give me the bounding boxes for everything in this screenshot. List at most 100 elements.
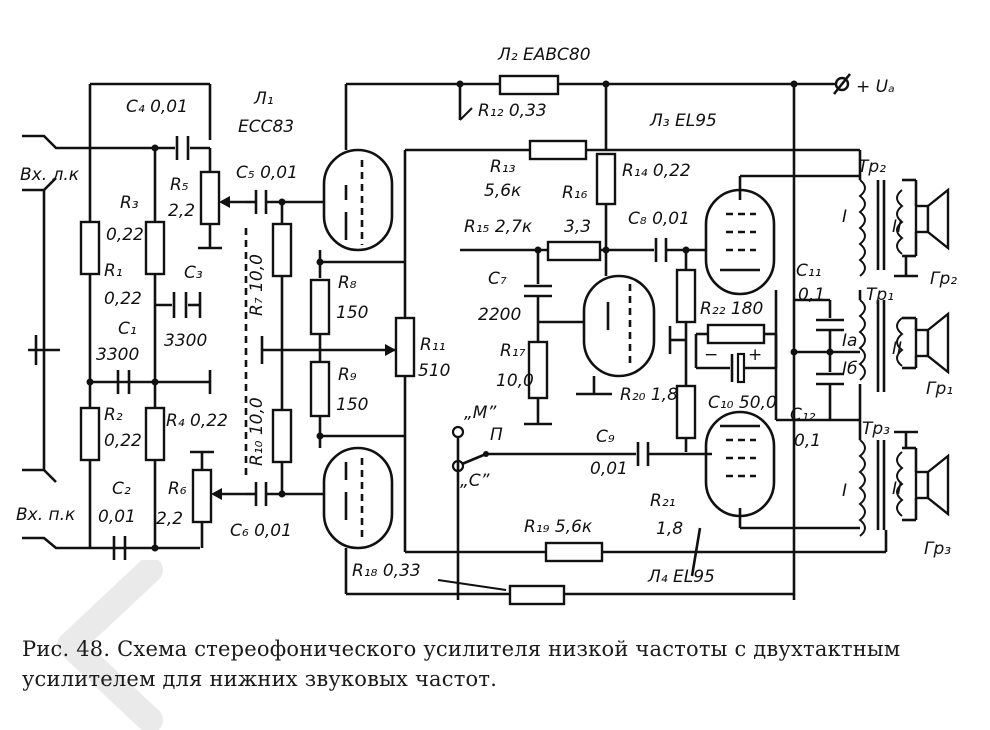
capacitor-c1 [116, 370, 212, 394]
label-winding-tr1-secondary: II [892, 339, 902, 359]
resistor-r3 [144, 220, 166, 276]
label-r15: R₁₅ 2,7к [464, 217, 533, 237]
label-c6: C₆ 0,01 [230, 521, 292, 541]
label-c9-value: 0,01 [590, 459, 628, 479]
label-c12: C₁₂ [790, 405, 816, 425]
svg-text:−: − [704, 345, 718, 365]
resistor-r9 [309, 360, 331, 418]
label-gr2: Гр₂ [930, 269, 957, 289]
label-c2: C₂ [112, 479, 131, 499]
label-winding-tr3-secondary: II [892, 479, 902, 499]
label-r8: R₈ [338, 273, 357, 293]
resistor-r11 [394, 316, 416, 378]
label-c3: C₃ [184, 263, 203, 283]
label-c10: C₁₀ 50,0 [708, 393, 777, 413]
label-c11-value: 0,1 [798, 285, 825, 305]
figure-caption-text: Схема стереофонического усилителя низкой… [22, 637, 901, 691]
label-r2: R₂ [104, 405, 123, 425]
label-c7-value: 2200 [478, 305, 521, 325]
label-r18: R₁₈ 0,33 [352, 561, 421, 581]
label-r19: R₁₉ 5,6к [524, 517, 593, 537]
label-r5: R₅ [170, 175, 189, 195]
figure-number: Рис. 48. [22, 637, 111, 661]
label-l1-type: ECC83 [238, 117, 294, 137]
capacitor-c4 [175, 136, 190, 160]
resistor-r18 [508, 584, 566, 606]
resistor-r16 [546, 240, 602, 262]
label-ib: Iб [842, 359, 858, 379]
label-l2: Л₂ EABC80 [497, 45, 591, 65]
label-r6-value: 2,2 [156, 509, 183, 529]
capacitor-c3 [172, 292, 202, 318]
label-r6: R₆ [168, 479, 187, 499]
label-c4: C₄ 0,01 [126, 97, 188, 117]
label-r12: R₁₂ 0,33 [478, 101, 547, 121]
label-winding-tr3-primary: I [842, 481, 847, 501]
label-l4: Л₄ EL95 [647, 567, 715, 587]
selector-switch [451, 425, 489, 473]
label-c12-value: 0,1 [794, 431, 821, 451]
transformer-tr3 [858, 430, 918, 537]
label-r9-value: 150 [336, 395, 368, 415]
label-c1: C₁ [118, 319, 137, 339]
resistor-r4 [144, 406, 166, 462]
resistor-r7 [271, 222, 293, 278]
label-tr1: Tp₁ [866, 285, 894, 305]
label-c1-value: 3300 [96, 345, 139, 365]
label-switch-p: П [490, 425, 503, 445]
label-c2-value: 0,01 [98, 507, 136, 527]
label-r3-value: 0,22 [106, 225, 144, 245]
label-c3-value: 3300 [164, 331, 207, 351]
label-winding-tr2-primary: I [842, 207, 847, 227]
resistor-r2 [79, 406, 101, 462]
tube-l1-bottom [322, 446, 394, 550]
tube-l4 [704, 410, 860, 530]
label-r4: R₄ 0,22 [166, 411, 228, 431]
transformer-tr1 [858, 299, 916, 392]
svg-text:+: + [748, 345, 762, 365]
label-tr3: Tp₃ [862, 419, 890, 439]
tube-l3 [704, 174, 860, 296]
label-switch-c: „С” [460, 471, 490, 491]
resistor-r20 [675, 268, 697, 324]
label-r20: R₂₀ 1,8 [620, 385, 678, 405]
label-r9: R₉ [338, 365, 357, 385]
potentiometer-r5 [198, 148, 246, 250]
label-c9: C₉ [596, 427, 615, 447]
label-r8-value: 150 [336, 303, 368, 323]
label-r10: R₁₀ 10,0 [247, 397, 267, 466]
label-c8: C₈ 0,01 [628, 209, 690, 229]
resistor-r21 [675, 384, 697, 440]
label-r11: R₁₁ [420, 335, 445, 355]
resistor-r19 [544, 541, 604, 563]
potentiometer-r6 [190, 450, 246, 548]
label-r5-value: 2,2 [168, 201, 195, 221]
capacitor-c5 [246, 190, 330, 214]
label-r1: R₁ [104, 261, 123, 281]
label-r16-value: 3,3 [564, 217, 591, 237]
resistor-r1 [79, 220, 101, 276]
label-r21: R₂₁ [650, 491, 675, 511]
label-r3: R₃ [120, 193, 139, 213]
label-l3: Л₃ EL95 [649, 111, 717, 131]
speaker-icon [914, 311, 950, 375]
label-r11-value: 510 [418, 361, 450, 381]
label-l1-name: Л₁ [253, 89, 274, 109]
label-switch-m: „М” [464, 403, 496, 423]
label-tr2: Tp₂ [858, 157, 886, 177]
figure-caption: Рис. 48. Схема стереофонического усилите… [22, 634, 972, 694]
label-r13-value: 5,6к [484, 181, 522, 201]
label-input-left: Вх. л.к [20, 165, 80, 185]
label-c11: C₁₁ [796, 261, 822, 281]
capacitor-c2 [112, 536, 127, 560]
resistor-r10 [271, 408, 293, 464]
resistor-r22 [706, 323, 766, 345]
label-r1-value: 0,22 [104, 289, 142, 309]
label-r21-value: 1,8 [656, 519, 683, 539]
speaker-icon [914, 187, 950, 251]
label-r13: R₁₃ [490, 157, 516, 177]
label-input-right: Вх. п.к [16, 505, 76, 525]
label-r17: R₁₇ [500, 341, 526, 361]
label-r16: R₁₆ [562, 183, 588, 203]
